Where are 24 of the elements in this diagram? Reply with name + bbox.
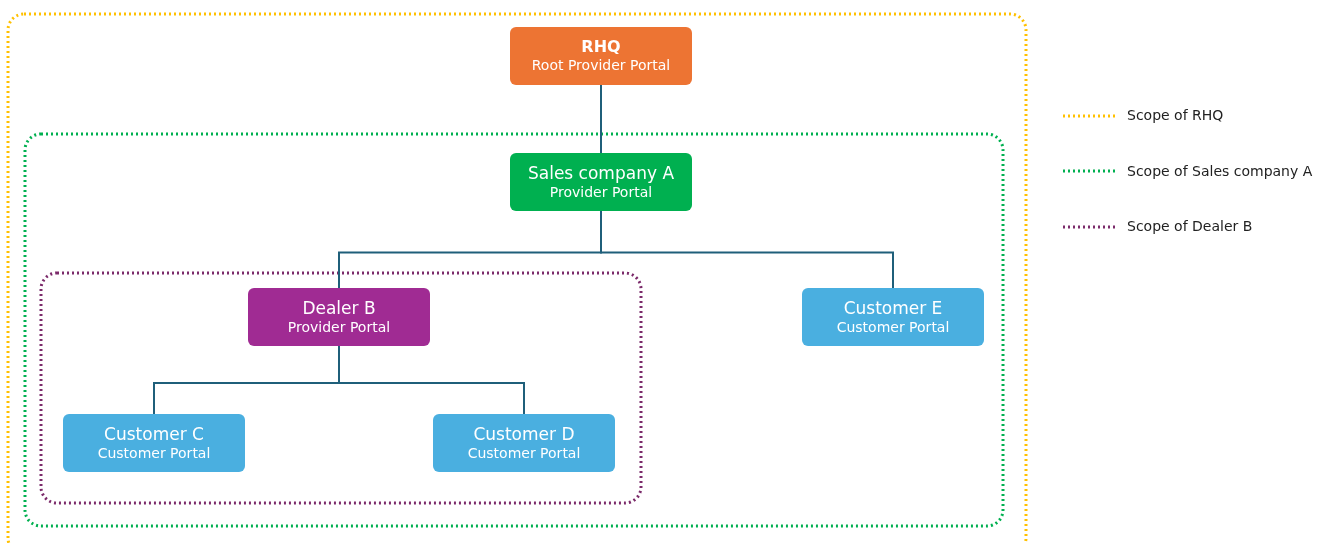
connector-line [600,84,602,154]
node-title: Customer D [473,423,575,445]
node-subtitle: Customer Portal [467,444,581,463]
node-title: Customer E [843,297,943,319]
node-subtitle: Customer Portal [836,318,950,337]
org-box [510,153,692,211]
org-box [63,414,245,472]
node-subtitle: Provider Portal [287,318,391,337]
connector-line [338,345,525,415]
legend-label: Scope of Sales company A [1127,161,1313,181]
node-title: Sales company A [527,162,674,184]
node-title: Dealer B [302,297,376,319]
node-title: Customer C [104,423,204,445]
node-title: RHQ [581,37,621,58]
legend-label: Scope of RHQ [1127,106,1224,125]
org-box [433,414,615,472]
org-box [802,288,984,346]
node-subtitle: Provider Portal [549,183,653,202]
org-box [510,27,692,85]
legend-label: Scope of Dealer B [1127,217,1253,236]
node-subtitle: Root Provider Portal [531,57,671,75]
connector-line [600,210,894,289]
node-subtitle: Customer Portal [97,444,211,463]
org-box [248,288,430,346]
